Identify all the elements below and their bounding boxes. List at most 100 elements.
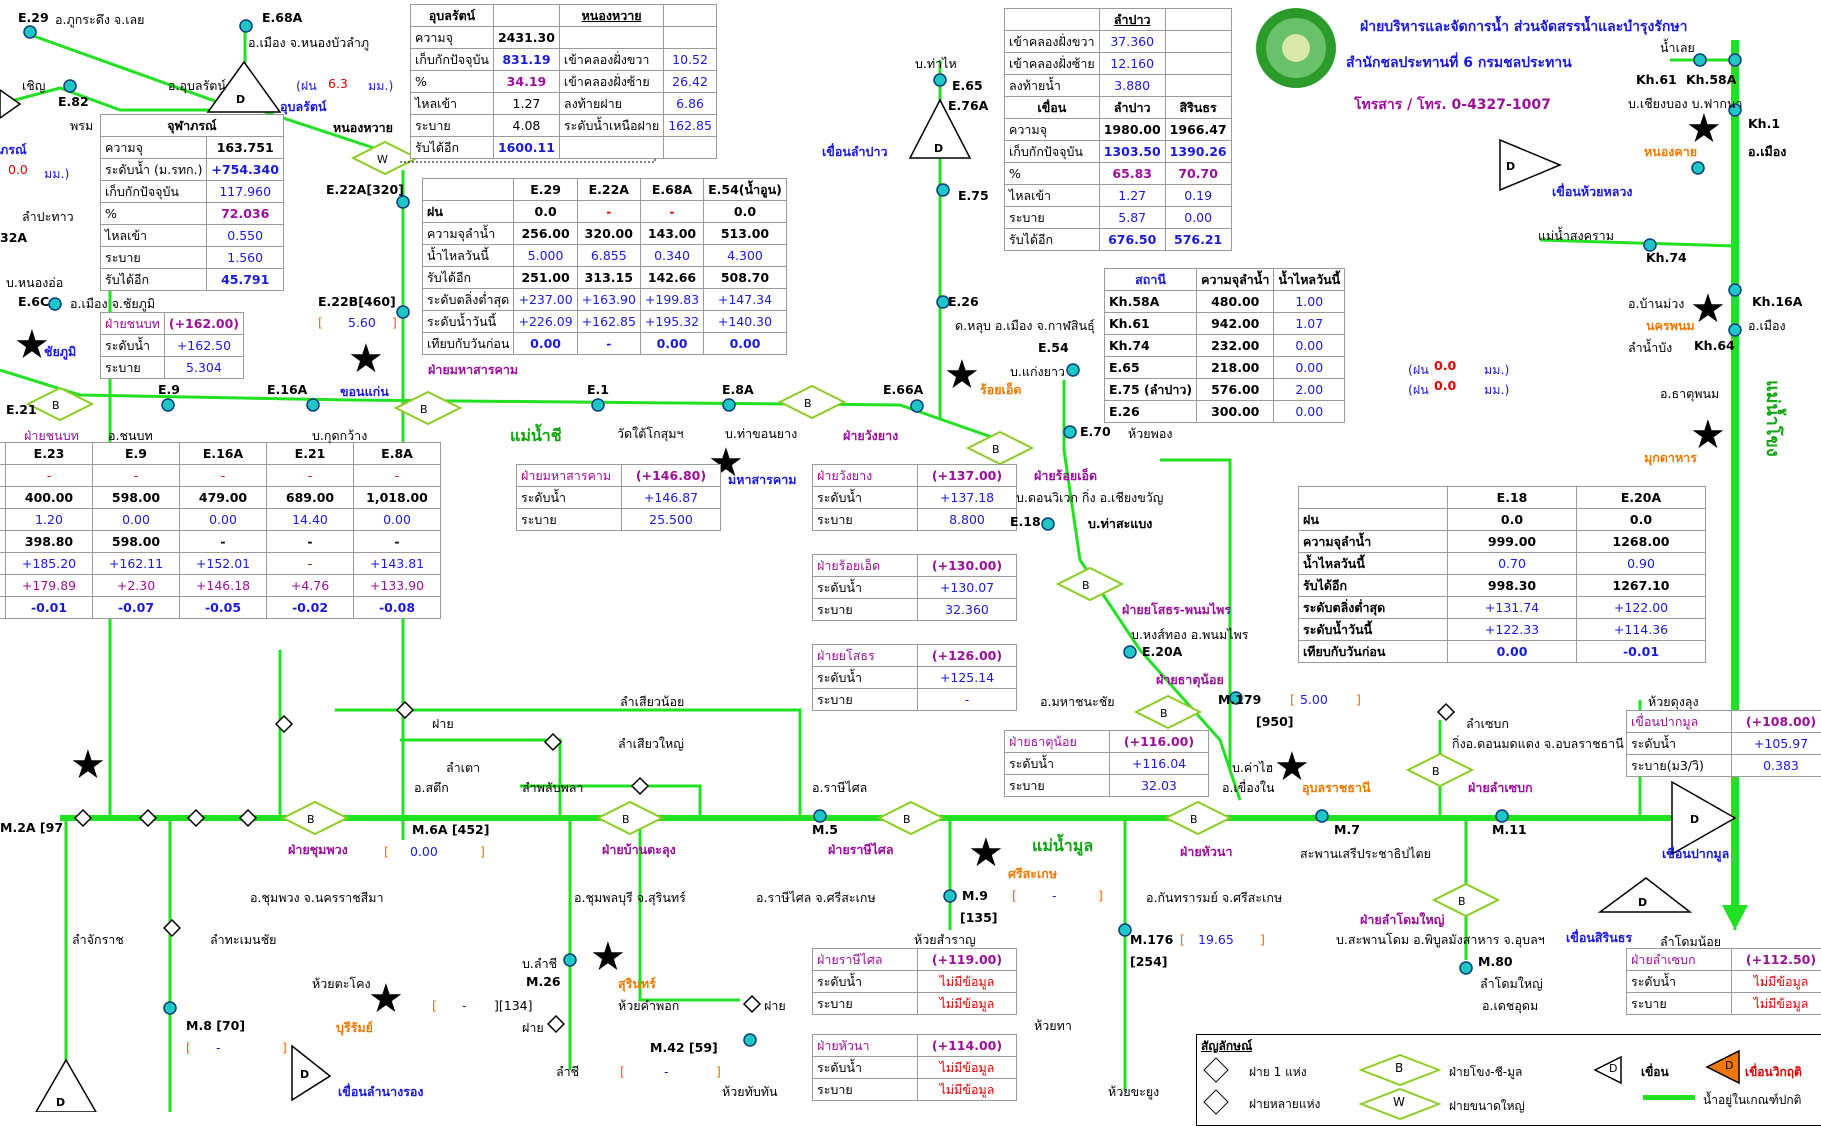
map-label: ภรณ์ <box>0 140 27 160</box>
map-label: ] <box>716 1064 721 1079</box>
cell: - <box>93 465 180 487</box>
cell: ระบาย <box>1005 207 1100 229</box>
cell: 1966.47 <box>1165 119 1231 141</box>
svg-text:B: B <box>1082 579 1090 592</box>
table-row: ระดับน้ำไม่มีข้อมูล <box>813 1057 1017 1079</box>
cell <box>1299 487 1448 509</box>
cell: 1.00 <box>1274 291 1345 313</box>
cell: +122.00 <box>1577 597 1706 619</box>
map-label: E.16A <box>267 382 307 397</box>
map-label: อ.ราษีไศล <box>812 778 867 798</box>
svg-text:★: ★ <box>70 742 106 788</box>
cell: ระบาย <box>813 993 918 1015</box>
map-label: E.22B[460] <box>318 294 396 309</box>
weir-body: ฝ่ายราษีไศล(+119.00)ระดับน้ำไม่มีข้อมูลร… <box>813 949 1017 1015</box>
cell: ลงท้ายฝาย <box>559 93 663 115</box>
cell: 0.00 <box>354 509 441 531</box>
cell: 1,018.00 <box>354 487 441 509</box>
map-label: ฝ่ายลำเซบก <box>1468 778 1533 798</box>
cell: ระบาย <box>411 115 494 137</box>
cell: เทียบกับวันก่อน <box>1299 641 1448 663</box>
cell: ไม่มีข้อมูล <box>918 1057 1017 1079</box>
cell: 0.550 <box>207 225 283 247</box>
cell: ระดับน้ำเหนือฝาย <box>559 115 663 137</box>
cell <box>664 137 717 159</box>
map-label: สุรินทร์ <box>618 974 656 994</box>
cell: - <box>180 531 267 553</box>
map-label: E.54 <box>1038 340 1069 355</box>
cell: ไม่มีข้อมูล <box>918 993 1017 1015</box>
dam-icon: D <box>1591 1055 1625 1088</box>
weir-body: ฝ่ายหัวนา(+114.00)ระดับน้ำไม่มีข้อมูลระบ… <box>813 1035 1017 1101</box>
map-label: M.179 <box>1218 692 1261 707</box>
table-row: ระดับน้ำ+105.97 <box>1627 733 1821 755</box>
cell: +195.32 <box>640 311 703 333</box>
map-label: ร้อยเอ็ด <box>980 380 1021 400</box>
cell: ฝ่ายชนบท <box>101 313 165 335</box>
cell: สิรินธร <box>1165 97 1231 119</box>
table-row: ระดับตลิ่งต่ำสุด+131.74+122.00 <box>1299 597 1706 619</box>
cell: ลำปาว <box>1099 97 1165 119</box>
cell: ระดับน้ำ <box>1005 753 1110 775</box>
cell: Kh.58A <box>1105 291 1197 313</box>
cell: 70.70 <box>1165 163 1231 185</box>
map-label: ห้วยทับทัน <box>722 1082 778 1102</box>
cell: - <box>918 689 1017 711</box>
cell: - <box>577 333 640 355</box>
map-label: แม่น้ำมูล <box>1032 834 1093 859</box>
cell: เก็บกักปัจจุบัน <box>1005 141 1100 163</box>
cell: +137.18 <box>918 487 1017 509</box>
cell: +130.07 <box>918 577 1017 599</box>
map-label: อ.เมือง <box>1748 142 1786 162</box>
svg-text:B: B <box>1432 765 1440 778</box>
map-label: [ <box>1290 692 1295 707</box>
cell: เข้าคลองฝั่งซ้าย <box>1005 53 1100 75</box>
cell: E.18 <box>1448 487 1577 509</box>
map-label: พรม <box>70 116 93 136</box>
map-label: M.8 [70] <box>186 1018 245 1033</box>
cell: 398.80 <box>6 531 93 553</box>
cell: +199.83 <box>640 289 703 311</box>
cell: 65.83 <box>1099 163 1165 185</box>
cell: ความจุลำน้ำ <box>423 223 514 245</box>
map-label: - <box>462 998 467 1013</box>
cell: 45.791 <box>207 269 283 291</box>
cell: 72.036 <box>207 203 283 225</box>
cell: ไหลเข้า <box>411 93 494 115</box>
map-label: ฝาย <box>432 714 454 734</box>
legend-weir1: ฝาย 1 แห่ง <box>1249 1063 1307 1082</box>
cell: 0.0 <box>1448 509 1577 531</box>
cell: 320.00 <box>577 223 640 245</box>
ubolrat-title: อุบลรัตน์ <box>411 5 494 27</box>
map-label: อ.อุบลรัตน์ <box>168 76 226 96</box>
cell: ระบาย <box>813 599 918 621</box>
map-label: Kh.64 <box>1694 338 1735 353</box>
cell: 576.21 <box>1165 229 1231 251</box>
cell: ระดับน้ำ (ม.รทก.) <box>101 159 207 181</box>
map-label: อ.ภูกระดึง จ.เลย <box>55 10 144 30</box>
map-label: [950] <box>1256 714 1294 729</box>
cell: ระดับน้ำวันนี้ <box>1299 619 1448 641</box>
map-label: ลำน้ำบัง <box>1628 338 1672 358</box>
map-label: E.8A <box>722 382 754 397</box>
cell: (+119.00) <box>918 949 1017 971</box>
cell: ระบาย <box>813 1079 918 1101</box>
cell: 256.00 <box>514 223 577 245</box>
map-label: ลำเตา <box>446 758 480 778</box>
table-row: ฝ่ายลำเซบก(+112.50) <box>1627 949 1821 971</box>
map-label: บ.ดอนวิเวก กิ่ง อ.เชียงขวัญ <box>1016 488 1163 508</box>
